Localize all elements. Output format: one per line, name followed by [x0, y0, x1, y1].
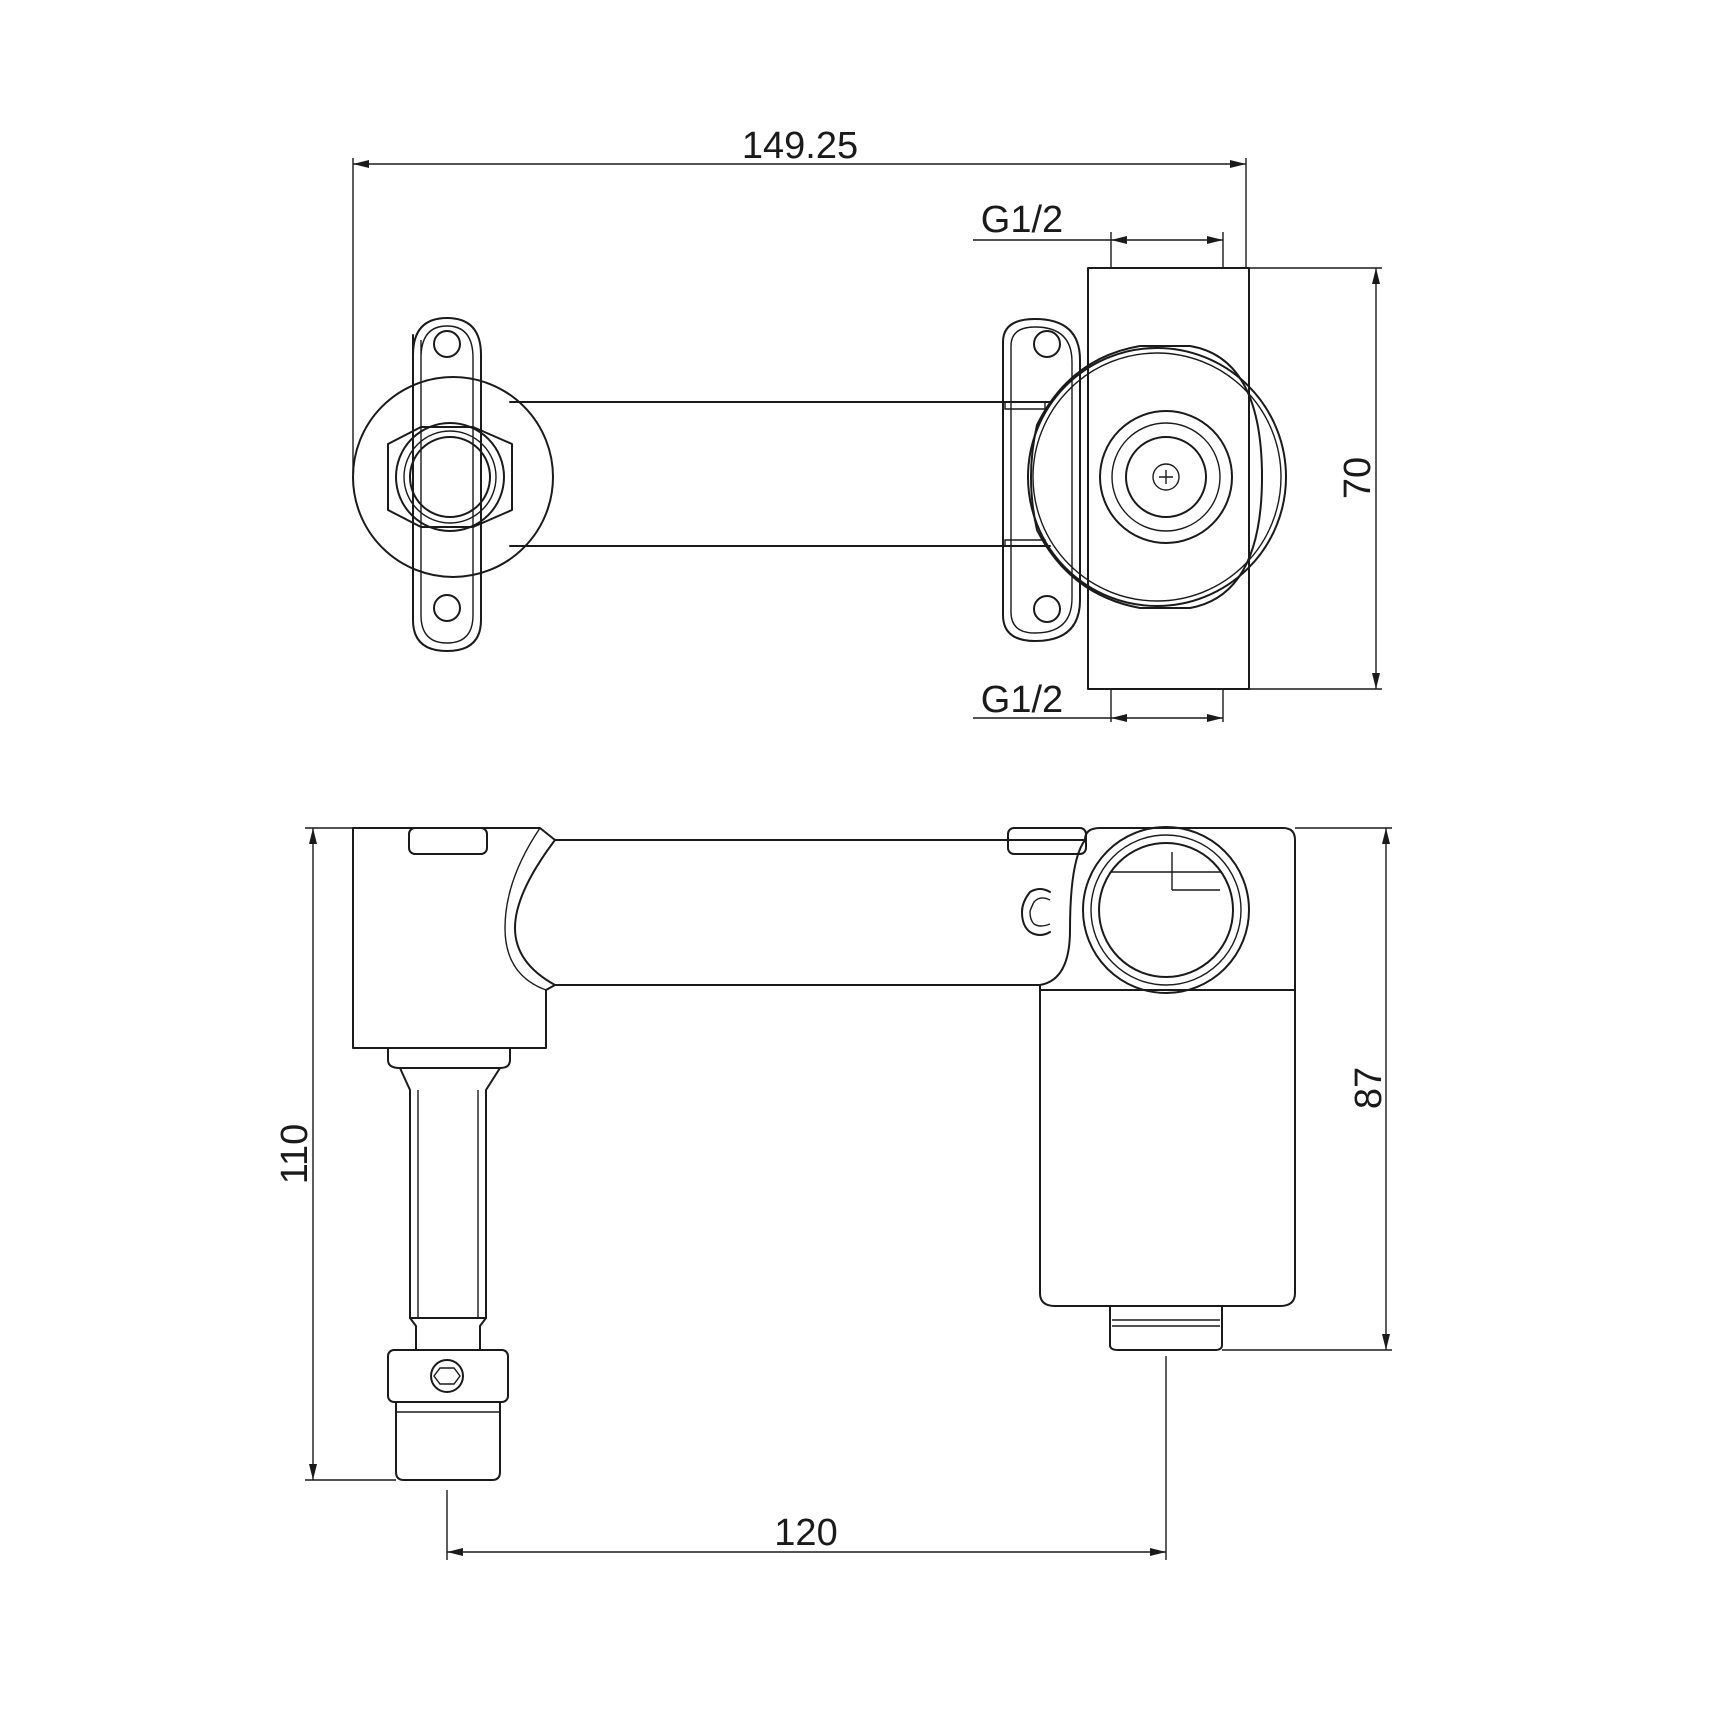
- left-mounting-lug: [412, 317, 482, 652]
- left-inlet-flange: [352, 376, 554, 578]
- dimension-top-inlet: G1/2: [973, 199, 1224, 268]
- dimension-bottom-inlet-label: G1/2: [981, 679, 1063, 721]
- dimension-body-height-label: 70: [1337, 457, 1379, 499]
- side-view: 110 87 120: [274, 826, 1392, 1560]
- valve-round-body: [1027, 345, 1287, 609]
- dimension-center-distance: 120: [446, 1356, 1167, 1560]
- front-view: 149.25 G1/2 G1/2 70: [352, 125, 1382, 722]
- dimension-total-depth: 110: [274, 827, 396, 1481]
- dimension-top-inlet-label: G1/2: [981, 199, 1063, 241]
- inlet-stem: [387, 1047, 511, 1481]
- bottom-outlet: [1109, 1305, 1223, 1351]
- right-mounting-lug: [1002, 318, 1081, 642]
- valve-housing: [1039, 826, 1296, 1307]
- dimension-body-depth-label: 87: [1348, 1067, 1390, 1109]
- connecting-arm: [554, 827, 1087, 986]
- dimension-center-distance-label: 120: [774, 1512, 837, 1554]
- dimension-overall-length: 149.25: [352, 125, 1247, 474]
- valve-body-outline: [1087, 267, 1250, 690]
- dimension-total-depth-label: 110: [274, 1124, 316, 1185]
- connecting-pipe: [509, 401, 1051, 547]
- left-block: [352, 827, 556, 1049]
- dimension-body-depth: 87: [1222, 827, 1392, 1351]
- dimension-overall-length-label: 149.25: [742, 125, 858, 167]
- dimension-body-height: 70: [1249, 267, 1382, 690]
- dimension-bottom-inlet: G1/2: [973, 679, 1224, 722]
